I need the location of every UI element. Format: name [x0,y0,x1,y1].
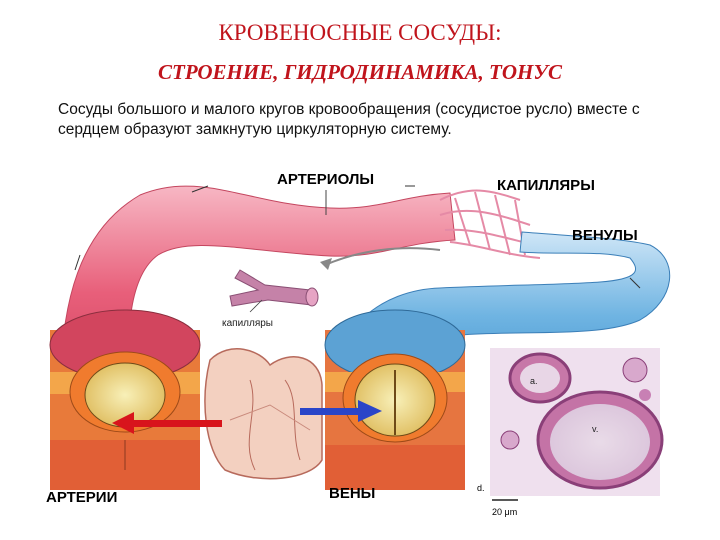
label-venules: ВЕНУЛЫ [572,227,638,244]
label-arteries: АРТЕРИИ [46,489,117,506]
label-veins: ВЕНЫ [329,485,375,502]
histology-letter-d: d. [477,483,485,493]
histology-letter-v: v. [592,424,598,434]
small-capillary [230,270,318,312]
vein-cross-section [325,310,465,490]
histology-letter-a: a. [530,376,538,386]
artery-cross-section [50,310,200,490]
scale-bar-label: 20 μm [492,507,517,517]
label-capillaries-small: капилляры [222,318,273,329]
label-arterioles: АРТЕРИОЛЫ [277,171,374,188]
label-capillaries: КАПИЛЛЯРЫ [497,177,595,194]
histology-micrograph [490,348,662,496]
